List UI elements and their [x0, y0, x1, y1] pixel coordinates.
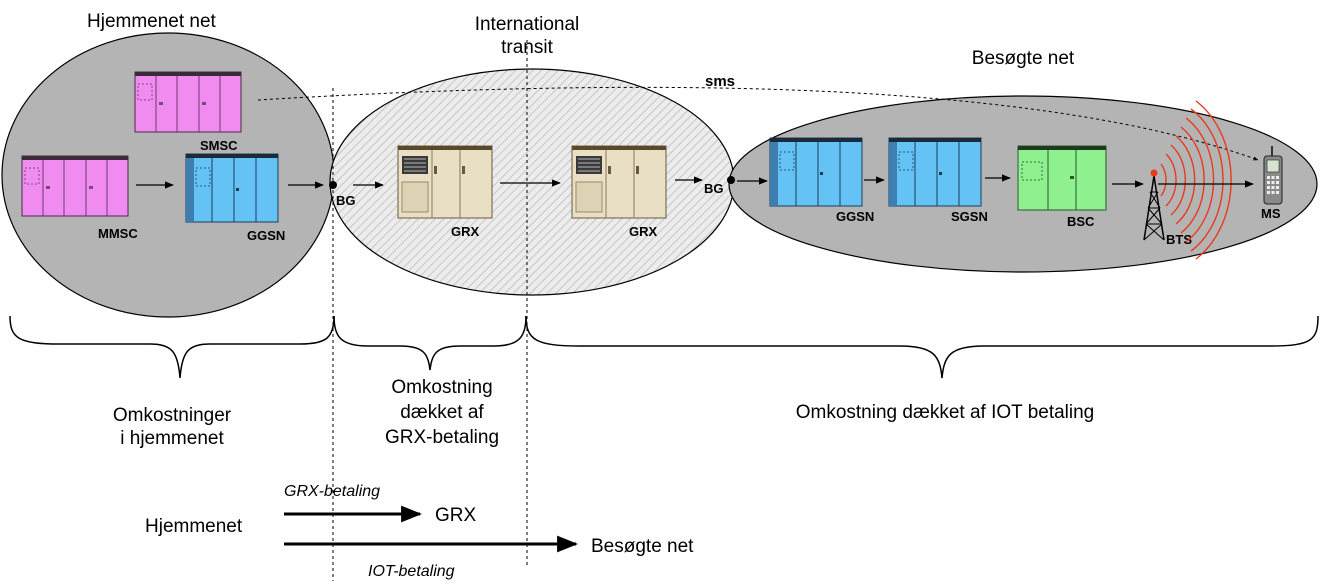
grx-payment-label: GRX-betaling [284, 483, 380, 500]
payment-source-label: Hjemmenet [145, 516, 243, 537]
ggsn-home-label: GGSN [247, 228, 285, 243]
bts-tower-icon [1143, 169, 1165, 241]
sgsn-label: SGSN [951, 209, 988, 224]
grx-payment-target: GRX [435, 505, 477, 526]
sgsn-icon [888, 137, 982, 207]
transit-network-ellipse [329, 68, 735, 296]
bg-visited-label: BG [704, 181, 724, 196]
smsc-icon [134, 71, 242, 133]
transit-title-line1: International [475, 14, 580, 35]
bg-visited-node [727, 176, 735, 184]
ggsn-visited-label: GGSN [836, 209, 874, 224]
mmsc-label: MMSC [98, 226, 138, 241]
iot-cost-text: Omkostning dækket af IOT betaling [796, 402, 1095, 423]
home-network-title: Hjemmenet net [87, 11, 217, 32]
bg-home-node [329, 181, 337, 189]
ggsn-visited-icon [769, 137, 863, 207]
grx1-icon [397, 145, 493, 219]
transit-title-line2: transit [501, 37, 553, 58]
home-cost-line1: Omkostninger [113, 405, 232, 426]
home-cost-line2: i hjemmenet [120, 428, 224, 449]
iot-payment-target: Besøgte net [591, 536, 694, 557]
smsc-label: SMSC [200, 138, 238, 153]
sms-label: sms [705, 73, 735, 90]
grx-cost-line2: dækket af [400, 402, 484, 423]
iot-cost-brace [525, 315, 1319, 379]
iot-payment-label: IOT-betaling [368, 563, 455, 580]
radio-waves-icon [1160, 100, 1232, 260]
sms-link [257, 86, 1259, 161]
bts-label: BTS [1166, 232, 1192, 247]
bsc-label: BSC [1067, 214, 1095, 229]
mmsc-icon [21, 155, 129, 217]
grx2-icon [571, 145, 667, 219]
home-cost-brace [9, 315, 335, 379]
grx-cost-line3: GRX-betaling [385, 427, 499, 448]
bg-home-label: BG [336, 193, 356, 208]
grx1-label: GRX [451, 224, 480, 239]
grx-cost-brace [333, 315, 527, 371]
ms-label: MS [1261, 206, 1281, 221]
mobile-phone-icon [1263, 146, 1283, 205]
visited-network-title: Besøgte net [972, 48, 1075, 69]
bsc-icon [1017, 145, 1107, 211]
grx2-label: GRX [629, 224, 658, 239]
grx-cost-line1: Omkostning [391, 377, 492, 398]
ggsn-home-icon [185, 153, 279, 223]
